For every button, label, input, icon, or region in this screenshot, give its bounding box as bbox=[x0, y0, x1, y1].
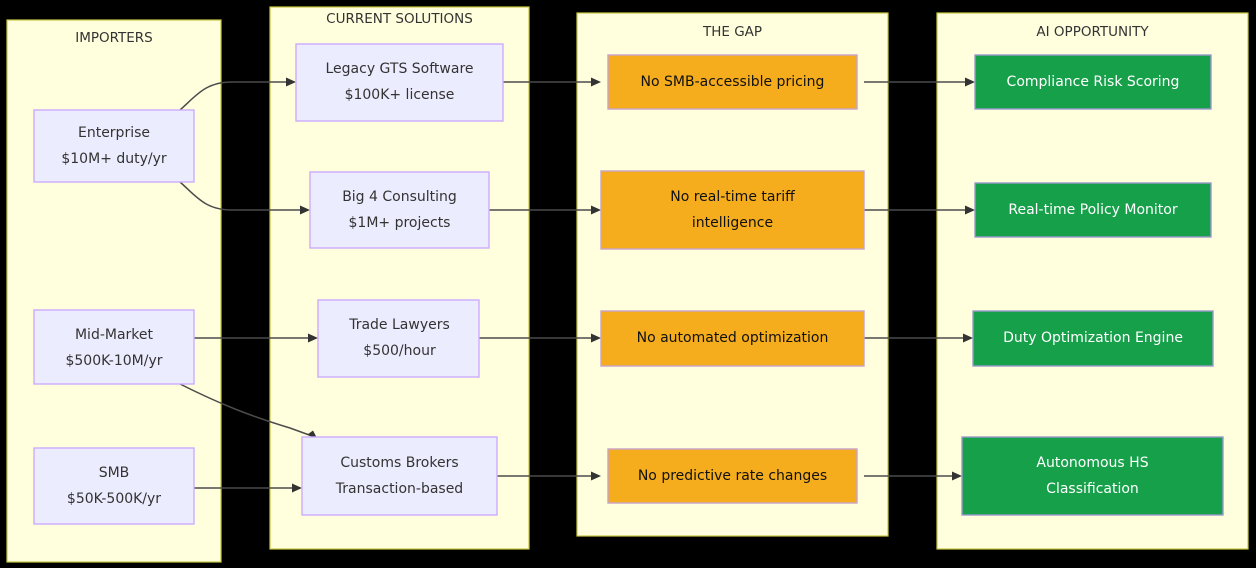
node-big-4-consulting-line-2: $1M+ projects bbox=[349, 215, 451, 231]
node-legacy-gts-line-1: Legacy GTS Software bbox=[325, 61, 473, 77]
node-realtime-policy-monitor-line-1: Real-time Policy Monitor bbox=[1008, 202, 1177, 218]
node-enterprise[interactable]: Enterprise $10M+ duty/yr bbox=[33, 109, 195, 183]
node-realtime-policy-monitor[interactable]: Real-time Policy Monitor bbox=[974, 182, 1212, 238]
node-smb-line-2: $50K-500K/yr bbox=[67, 491, 161, 507]
node-duty-optimization-engine-line-1: Duty Optimization Engine bbox=[1003, 330, 1183, 346]
node-trade-lawyers[interactable]: Trade Lawyers $500/hour bbox=[317, 299, 480, 378]
node-trade-lawyers-line-1: Trade Lawyers bbox=[348, 317, 450, 333]
node-legacy-gts-rect[interactable] bbox=[295, 43, 504, 122]
node-enterprise-rect[interactable] bbox=[33, 109, 195, 183]
node-trade-lawyers-line-2: $500/hour bbox=[363, 343, 436, 359]
node-no-predictive-rate-changes-rect[interactable] bbox=[607, 448, 858, 504]
node-no-smb-pricing[interactable]: No SMB-accessible pricing bbox=[607, 54, 858, 110]
node-no-realtime-tariff-line-2: intelligence bbox=[692, 215, 773, 231]
edge-arrow-customs-brokers-lower bbox=[292, 483, 302, 493]
cluster-current-solutions-title: CURRENT SOLUTIONS bbox=[326, 11, 473, 27]
node-mid-market-line-1: Mid-Market bbox=[75, 327, 154, 343]
edge-enterprise-to-legacy-gts bbox=[179, 81, 289, 111]
node-compliance-risk-scoring-line-1: Compliance Risk Scoring bbox=[1007, 74, 1180, 90]
node-smb[interactable]: SMB $50K-500K/yr bbox=[33, 447, 195, 525]
node-enterprise-line-2: $10M+ duty/yr bbox=[61, 151, 167, 167]
edge-arrow-realtime-policy-monitor bbox=[965, 205, 975, 215]
node-mid-market-rect[interactable] bbox=[33, 309, 195, 385]
node-big-4-consulting-line-1: Big 4 Consulting bbox=[342, 189, 457, 205]
node-no-smb-pricing-line-1: No SMB-accessible pricing bbox=[641, 74, 825, 90]
edge-arrow-no-realtime-tariff bbox=[591, 205, 601, 215]
edge-arrow-trade-lawyers bbox=[308, 333, 318, 343]
node-legacy-gts[interactable]: Legacy GTS Software $100K+ license bbox=[295, 43, 504, 122]
edge-arrow-big4 bbox=[300, 205, 310, 215]
node-no-predictive-rate-changes[interactable]: No predictive rate changes bbox=[607, 448, 858, 504]
node-customs-brokers-line-1: Customs Brokers bbox=[340, 455, 458, 471]
node-big-4-consulting[interactable]: Big 4 Consulting $1M+ projects bbox=[309, 171, 490, 249]
node-no-automated-optimization[interactable]: No automated optimization bbox=[600, 310, 865, 367]
node-big-4-consulting-rect[interactable] bbox=[309, 171, 490, 249]
node-customs-brokers[interactable]: Customs Brokers Transaction-based bbox=[301, 436, 498, 516]
node-mid-market-line-2: $500K-10M/yr bbox=[65, 353, 162, 369]
node-autonomous-hs-classification-line-2: Classification bbox=[1046, 481, 1139, 497]
node-autonomous-hs-classification-line-1: Autonomous HS bbox=[1036, 455, 1148, 471]
edges-layer bbox=[179, 77, 975, 493]
node-no-automated-optimization-line-1: No automated optimization bbox=[637, 330, 829, 346]
node-enterprise-line-1: Enterprise bbox=[78, 125, 150, 141]
node-compliance-risk-scoring[interactable]: Compliance Risk Scoring bbox=[974, 54, 1212, 110]
node-no-smb-pricing-rect[interactable] bbox=[607, 54, 858, 110]
node-mid-market[interactable]: Mid-Market $500K-10M/yr bbox=[33, 309, 195, 385]
node-autonomous-hs-classification-rect[interactable] bbox=[961, 436, 1224, 516]
cluster-the-gap-title: THE GAP bbox=[702, 24, 762, 40]
node-compliance-risk-scoring-rect[interactable] bbox=[974, 54, 1212, 110]
node-no-realtime-tariff-rect[interactable] bbox=[600, 170, 865, 250]
edge-arrow-no-smb-pricing bbox=[591, 77, 601, 87]
node-customs-brokers-line-2: Transaction-based bbox=[335, 481, 463, 497]
edge-enterprise-to-big4 bbox=[179, 181, 303, 211]
node-no-realtime-tariff[interactable]: No real-time tariff intelligence bbox=[600, 170, 865, 250]
node-customs-brokers-rect[interactable] bbox=[301, 436, 498, 516]
node-duty-optimization-engine[interactable]: Duty Optimization Engine bbox=[972, 310, 1214, 367]
edge-arrow-autonomous-hs-classification bbox=[952, 471, 962, 481]
node-no-automated-optimization-rect[interactable] bbox=[600, 310, 865, 367]
node-duty-optimization-engine-rect[interactable] bbox=[972, 310, 1214, 367]
node-no-predictive-rate-changes-line-1: No predictive rate changes bbox=[638, 468, 827, 484]
node-smb-rect[interactable] bbox=[33, 447, 195, 525]
node-autonomous-hs-classification[interactable]: Autonomous HS Classification bbox=[961, 436, 1224, 516]
node-smb-line-1: SMB bbox=[99, 465, 130, 481]
cluster-ai-opportunity-title: AI OPPORTUNITY bbox=[1036, 24, 1149, 40]
node-realtime-policy-monitor-rect[interactable] bbox=[974, 182, 1212, 238]
edge-arrow-duty-optimization-engine bbox=[963, 333, 973, 343]
node-legacy-gts-line-2: $100K+ license bbox=[345, 87, 455, 103]
edge-arrow-legacy-gts bbox=[286, 77, 296, 87]
node-no-realtime-tariff-line-1: No real-time tariff bbox=[670, 189, 795, 205]
edge-arrow-no-automated-optimization bbox=[591, 333, 601, 343]
edge-midmarket-to-customs-brokers bbox=[179, 383, 313, 437]
node-trade-lawyers-rect[interactable] bbox=[317, 299, 480, 378]
edge-arrow-no-predictive-rate-changes bbox=[591, 471, 601, 481]
cluster-importers-title: IMPORTERS bbox=[75, 30, 153, 46]
edge-arrow-compliance-risk-scoring bbox=[965, 77, 975, 87]
